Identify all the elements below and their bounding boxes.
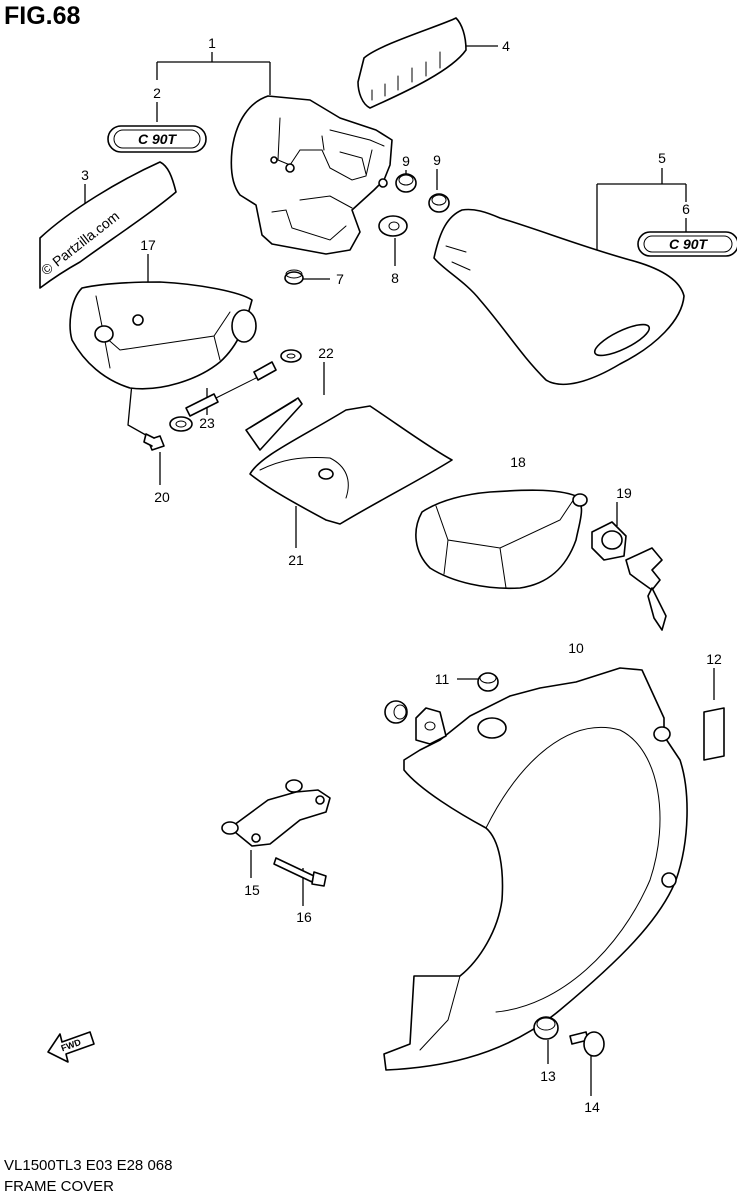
fwd-arrow-icon: FWD <box>47 1031 95 1063</box>
callout-15: 15 <box>244 882 260 898</box>
part-bracket-15 <box>221 779 331 847</box>
callout-20: 20 <box>154 489 170 505</box>
callout-16: 16 <box>296 909 312 925</box>
callout-19: 19 <box>616 485 632 501</box>
figure-title: FIG.68 <box>4 2 81 30</box>
callout-3: 3 <box>81 167 89 183</box>
part-frame-cover-10 <box>383 667 688 1071</box>
callout-7: 7 <box>336 271 344 287</box>
part-side-decal <box>39 161 177 289</box>
callout-1: 1 <box>208 35 216 51</box>
emblem-right-text: C 90T <box>669 236 709 252</box>
part-tool-tray-17 <box>69 281 257 390</box>
part-hex-key-22 <box>245 397 303 451</box>
callout-18: 18 <box>510 454 526 470</box>
part-label-12 <box>703 707 725 761</box>
callout-11: 11 <box>435 671 450 687</box>
footer-figure-name: FRAME COVER <box>4 1178 115 1195</box>
emblem-right: C 90T <box>637 231 737 257</box>
callout-2: 2 <box>153 85 161 101</box>
footer-model-code: VL1500TL3 E03 E28 068 <box>4 1157 173 1174</box>
bolt-20 <box>143 433 165 451</box>
grommet-near-10 <box>384 700 408 724</box>
part-bolt-16 <box>273 857 327 887</box>
callout-17: 17 <box>140 237 156 253</box>
callout-labels: 1 2 3 4 5 6 7 8 9 9 10 11 12 13 14 15 16… <box>81 35 722 1115</box>
callout-5: 5 <box>658 150 666 166</box>
callout-9b: 9 <box>433 152 441 168</box>
part-tool-tray-18 <box>415 489 588 590</box>
callout-23: 23 <box>199 415 215 431</box>
part-screw-14 <box>569 1031 605 1057</box>
part-right-frame-cover <box>433 208 685 386</box>
callout-6: 6 <box>682 201 690 217</box>
grommet-8 <box>378 215 408 237</box>
part-cable-23 <box>169 349 302 432</box>
grommet-11 <box>477 672 499 692</box>
grommet-7 <box>284 269 304 285</box>
callout-10: 10 <box>568 640 584 656</box>
part-front-frame-cover <box>230 95 393 255</box>
callout-9a: 9 <box>402 153 410 169</box>
part-decal-4 <box>357 17 467 109</box>
grommet-9b <box>428 193 450 213</box>
callout-4: 4 <box>502 38 510 54</box>
grommet-13 <box>533 1016 559 1040</box>
callout-21: 21 <box>288 552 304 568</box>
callout-14: 14 <box>584 1099 600 1115</box>
callout-13: 13 <box>540 1068 556 1084</box>
emblem-left: C 90T <box>107 125 207 153</box>
grommet-9a <box>395 173 417 193</box>
emblem-left-text: C 90T <box>138 131 178 147</box>
callout-22: 22 <box>318 345 334 361</box>
callout-8: 8 <box>391 270 399 286</box>
part-lock-19 <box>591 521 667 631</box>
part-tool-bag-21 <box>249 405 453 525</box>
callout-12: 12 <box>706 651 722 667</box>
